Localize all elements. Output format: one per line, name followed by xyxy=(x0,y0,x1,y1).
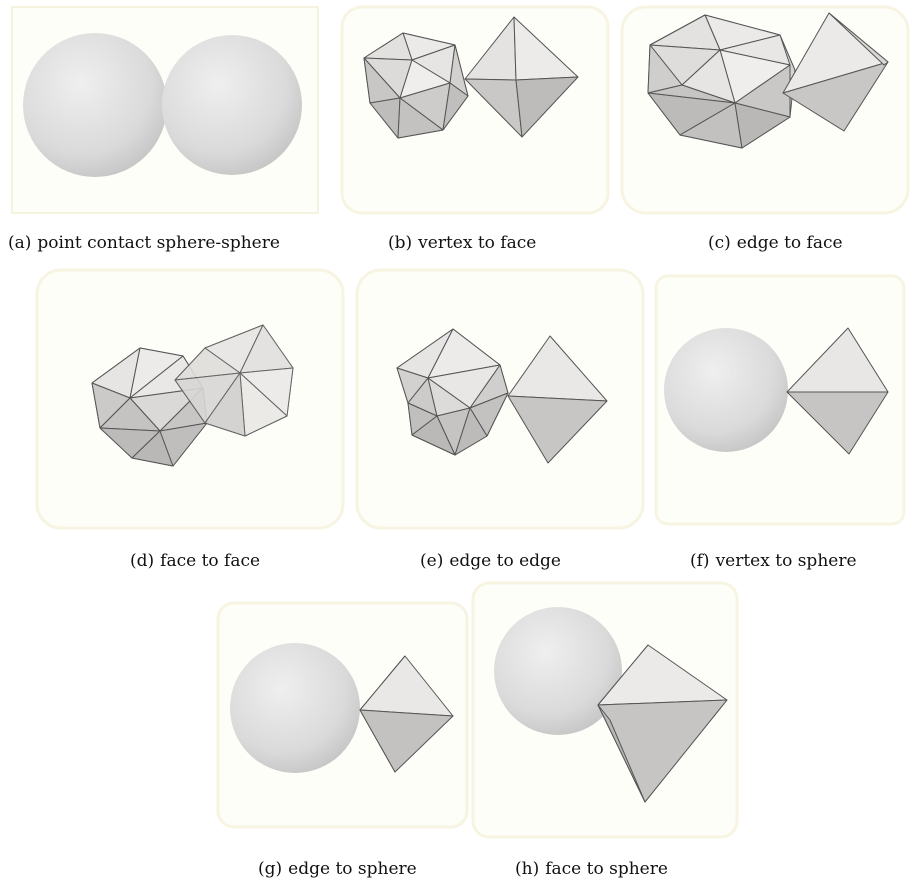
caption-a: (a)point contact sphere-sphere xyxy=(8,233,280,253)
caption-b: (b)vertex to face xyxy=(388,233,537,253)
panel-f-image xyxy=(650,268,910,530)
panel-g-image xyxy=(215,600,470,830)
caption-c: (c)edge to face xyxy=(708,233,843,253)
panel-h-image xyxy=(470,580,740,840)
panel-c-image xyxy=(620,5,910,215)
icosahedron-transparent xyxy=(174,324,294,437)
panel-d-image xyxy=(35,268,345,530)
panel-b-image xyxy=(340,5,610,215)
panel-a-image xyxy=(10,5,320,215)
caption-e: (e)edge to edge xyxy=(420,551,561,571)
octahedron xyxy=(597,644,728,803)
icosahedron xyxy=(363,32,469,139)
octahedron xyxy=(782,12,889,132)
icosahedron xyxy=(647,14,796,149)
caption-f: (f)vertex to sphere xyxy=(690,551,857,571)
sphere xyxy=(664,328,788,452)
octahedron xyxy=(464,16,579,138)
octahedron xyxy=(359,655,454,773)
caption-h: (h)face to sphere xyxy=(515,859,668,879)
icosahedron xyxy=(396,328,509,456)
sphere-left xyxy=(23,33,167,177)
sphere xyxy=(494,607,622,735)
caption-g: (g)edge to sphere xyxy=(258,859,417,879)
sphere xyxy=(230,643,360,773)
panel-e-image xyxy=(355,268,645,530)
sphere-right xyxy=(162,35,302,175)
octahedron xyxy=(786,327,889,455)
caption-d: (d)face to face xyxy=(130,551,261,571)
octahedron xyxy=(507,335,608,464)
